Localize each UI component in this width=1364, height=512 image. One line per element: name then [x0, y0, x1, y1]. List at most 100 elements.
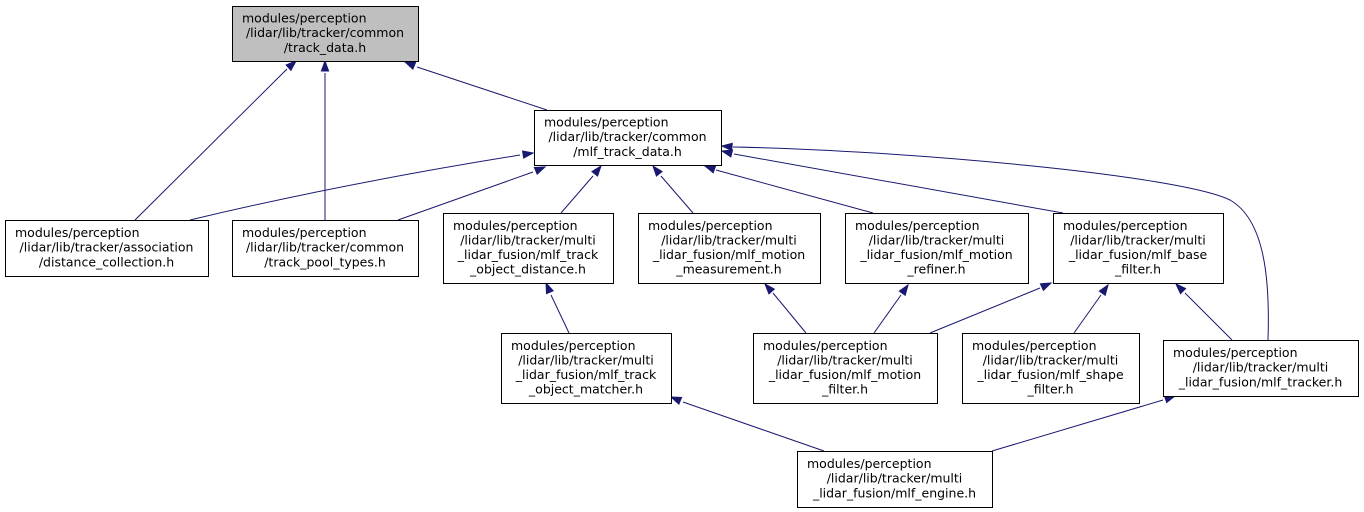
node-label-line: modules/perception [763, 338, 888, 353]
node-label-line: _filter.h [1114, 262, 1161, 277]
node-box[interactable] [5, 220, 209, 277]
node-label-line: modules/perception [855, 218, 980, 233]
edge-arrowhead-track_pool_types-to-mlf_track_data [533, 166, 547, 176]
node-label-line: modules/perception [15, 225, 140, 240]
edge-arrowhead-mlf_motion_measurement-to-mlf_track_data [652, 164, 663, 177]
edge-arrowhead-track_pool_types-to-track_data [320, 59, 330, 72]
edge-distance_collection-to-track_data [134, 68, 288, 221]
node-label-line: /mlf_track_data.h [573, 144, 682, 159]
node-box[interactable] [443, 213, 614, 284]
node-mlf_base_filter[interactable]: modules/perception/lidar/lib/tracker/mul… [1053, 213, 1224, 284]
edge-mlf_motion_measurement-to-mlf_track_data [660, 175, 694, 214]
node-mlf_track_object_matcher[interactable]: modules/perception/lidar/lib/tracker/mul… [501, 333, 672, 404]
node-box[interactable] [534, 110, 722, 166]
edge-arrowhead-mlf_engine-to-mlf_track_object_matcher [669, 396, 683, 406]
node-mlf_tracker[interactable]: modules/perception/lidar/lib/tracker/mul… [1163, 340, 1359, 397]
node-box[interactable] [1053, 213, 1224, 284]
edge-arrowhead-mlf_motion_refiner-to-mlf_track_data [703, 165, 717, 174]
node-label-line: modules/perception [242, 11, 367, 26]
node-label-line: modules/perception [807, 456, 932, 471]
node-box[interactable] [501, 333, 672, 404]
edge-arrowhead-mlf_shape_filter-to-mlf_base_filter [1098, 283, 1109, 297]
node-label-line: _lidar_fusion/mlf_shape [976, 367, 1124, 382]
edge-arrowhead-mlf_track_object_distance-to-mlf_track_data [591, 164, 602, 177]
node-label-line: /lidar/lib/tracker/multi [869, 232, 1005, 247]
node-label-line: /lidar/lib/tracker/common [246, 25, 404, 40]
node-label-line: /lidar/lib/tracker/association [20, 240, 194, 255]
node-mlf_motion_measurement[interactable]: modules/perception/lidar/lib/tracker/mul… [638, 213, 821, 284]
edge-mlf_motion_refiner-to-mlf_track_data [715, 169, 874, 214]
edge-mlf_motion_filter-to-mlf_motion_refiner [873, 294, 902, 334]
node-label-line: modules/perception [972, 338, 1097, 353]
node-label-line: _lidar_fusion/mlf_track [457, 247, 599, 262]
edge-arrowhead-distance_collection-to-track_data [285, 60, 298, 72]
edge-arrowhead-distance_collection-to-mlf_track_data [521, 150, 535, 159]
edge-arrowhead-mlf_motion_filter-to-mlf_motion_measurement [764, 282, 776, 295]
edge-arrowhead-mlf_tracker-to-mlf_track_data [720, 142, 733, 152]
node-label-line: /lidar/lib/tracker/multi [1193, 360, 1329, 375]
node-mlf_track_object_distance[interactable]: modules/perception/lidar/lib/tracker/mul… [443, 213, 614, 284]
node-label-line: modules/perception [1063, 218, 1188, 233]
edge-mlf_motion_filter-to-mlf_base_filter [929, 287, 1041, 334]
edge-arrowhead-mlf_motion_filter-to-mlf_motion_refiner [898, 283, 909, 297]
node-box[interactable] [797, 451, 993, 508]
node-label-line: /lidar/lib/tracker/common [548, 129, 706, 144]
node-label-line: /distance_collection.h [39, 254, 174, 269]
node-label-line: /track_pool_types.h [264, 254, 386, 269]
edge-mlf_track_object_matcher-to-mlf_track_object_distance [550, 294, 570, 334]
node-mlf_shape_filter[interactable]: modules/perception/lidar/lib/tracker/mul… [962, 333, 1140, 404]
edge-arrowhead-mlf_motion_filter-to-mlf_base_filter [1039, 282, 1053, 292]
node-box[interactable] [845, 213, 1029, 284]
edge-arrowhead-mlf_track_object_matcher-to-mlf_track_object_distance [545, 281, 555, 295]
node-label-line: modules/perception [453, 218, 578, 233]
node-label-line: /lidar/lib/tracker/multi [661, 232, 797, 247]
node-label-line: _measurement.h [675, 262, 781, 277]
node-label-line: _object_matcher.h [528, 382, 643, 397]
node-label-line: /lidar/lib/tracker/multi [460, 232, 596, 247]
node-label-line: _filter.h [1026, 382, 1073, 397]
node-box [232, 6, 419, 62]
edge-arrowhead-mlf_track_data-to-track_data [403, 61, 417, 71]
node-box[interactable] [962, 333, 1140, 404]
node-label-line: modules/perception [242, 225, 367, 240]
node-distance_collection[interactable]: modules/perception/lidar/lib/tracker/ass… [5, 220, 209, 277]
edge-mlf_tracker-to-mlf_track_data [732, 146, 1269, 341]
node-label-line: /lidar/lib/tracker/multi [518, 352, 654, 367]
node-label-line: /lidar/lib/tracker/multi [777, 352, 913, 367]
node-label-line: _refiner.h [906, 262, 965, 277]
node-label-line: _lidar_fusion/mlf_track [515, 367, 657, 382]
node-mlf_motion_filter[interactable]: modules/perception/lidar/lib/tracker/mul… [753, 333, 938, 404]
edge-mlf_engine-to-mlf_track_object_matcher [682, 401, 825, 452]
edge-mlf_track_data-to-track_data [416, 66, 548, 111]
node-label-line: modules/perception [511, 338, 636, 353]
edge-mlf_base_filter-to-mlf_track_data [733, 153, 1064, 214]
node-mlf_track_data[interactable]: modules/perception/lidar/lib/tracker/com… [534, 110, 722, 166]
node-label-line: /lidar/lib/tracker/common [246, 240, 404, 255]
node-label-line: _lidar_fusion/mlf_motion [768, 367, 921, 382]
node-label-line: /lidar/lib/tracker/multi [983, 352, 1119, 367]
node-label-line: /lidar/lib/tracker/multi [827, 471, 963, 486]
node-label-line: _object_distance.h [469, 262, 586, 277]
node-box[interactable] [638, 213, 821, 284]
node-track_data: modules/perception/lidar/lib/tracker/com… [232, 6, 419, 62]
node-track_pool_types[interactable]: modules/perception/lidar/lib/tracker/com… [232, 220, 419, 277]
node-mlf_motion_refiner[interactable]: modules/perception/lidar/lib/tracker/mul… [845, 213, 1029, 284]
node-label-line: _lidar_fusion/mlf_base [1068, 247, 1208, 262]
node-label-line: modules/perception [1173, 345, 1298, 360]
node-label-line: modules/perception [544, 115, 669, 130]
edge-mlf_tracker-to-mlf_base_filter [1184, 292, 1233, 341]
edge-track_pool_types-to-mlf_track_data [397, 171, 534, 221]
nodes-layer: modules/perception/lidar/lib/tracker/com… [5, 6, 1359, 508]
edge-arrowhead-mlf_tracker-to-mlf_base_filter [1174, 282, 1187, 295]
edge-mlf_track_object_distance-to-mlf_track_data [560, 175, 594, 214]
node-box[interactable] [232, 220, 419, 277]
node-box[interactable] [753, 333, 938, 404]
edge-distance_collection-to-mlf_track_data [189, 154, 521, 221]
edge-mlf_engine-to-mlf_tracker [991, 399, 1164, 452]
node-label-line: _lidar_fusion/mlf_tracker.h [1178, 374, 1343, 389]
node-label-line: /lidar/lib/tracker/multi [1070, 232, 1206, 247]
node-box[interactable] [1163, 340, 1359, 397]
node-mlf_engine[interactable]: modules/perception/lidar/lib/tracker/mul… [797, 451, 993, 508]
edges-layer [134, 59, 1269, 452]
